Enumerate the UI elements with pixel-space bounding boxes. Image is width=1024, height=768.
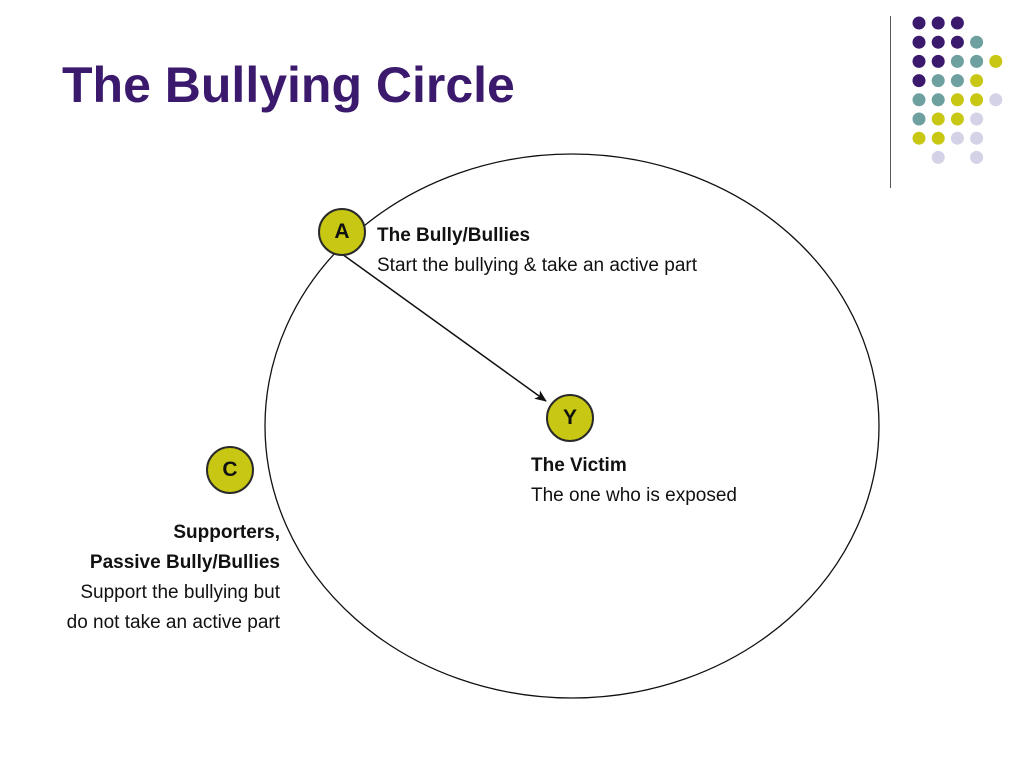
decorative-dot xyxy=(970,54,984,68)
decorative-dot xyxy=(950,112,964,126)
bully-to-victim-arrow xyxy=(341,253,547,402)
decorative-divider xyxy=(890,16,891,188)
node-a-letter: A xyxy=(334,220,350,243)
decorative-dot xyxy=(970,35,984,49)
decorative-dot xyxy=(931,150,945,164)
supporters-heading-line1: Supporters, xyxy=(173,522,280,543)
decorative-dot xyxy=(970,74,984,88)
decorative-dot xyxy=(912,16,926,30)
decorative-dot-grid xyxy=(912,16,1003,164)
node-a-bully: A xyxy=(318,208,366,256)
node-y-victim: Y xyxy=(546,394,594,442)
node-c-letter: C xyxy=(222,458,238,481)
decorative-dot xyxy=(931,112,945,126)
decorative-dot xyxy=(912,35,926,49)
victim-description: The one who is exposed xyxy=(531,485,737,506)
decorative-dot xyxy=(931,93,945,107)
supporters-label: Supporters, Passive Bully/Bullies Suppor… xyxy=(67,518,280,638)
decorative-dot xyxy=(931,54,945,68)
decorative-dot xyxy=(970,131,984,145)
decorative-dot xyxy=(912,74,926,88)
decorative-dot xyxy=(989,54,1003,68)
victim-heading: The Victim xyxy=(531,455,627,476)
decorative-dot xyxy=(931,74,945,88)
decorative-dot xyxy=(950,54,964,68)
bully-description: Start the bullying & take an active part xyxy=(377,255,698,276)
decorative-dot xyxy=(912,131,926,145)
decorative-dot xyxy=(931,16,945,30)
decorative-dot xyxy=(912,93,926,107)
supporters-heading-line2: Passive Bully/Bullies xyxy=(89,552,280,573)
supporters-description-line2: do not take an active part xyxy=(66,612,280,633)
decorative-dot xyxy=(950,74,964,88)
decorative-dot xyxy=(931,131,945,145)
bullying-circle xyxy=(264,153,880,699)
decorative-dot xyxy=(950,16,964,30)
bully-label: The Bully/Bullies Start the bullying & t… xyxy=(377,221,697,281)
bully-heading: The Bully/Bullies xyxy=(377,225,531,246)
decorative-dot xyxy=(912,112,926,126)
decorative-dot xyxy=(950,131,964,145)
decorative-dot xyxy=(931,35,945,49)
victim-label: The Victim The one who is exposed xyxy=(531,451,737,511)
supporters-description-line1: Support the bullying but xyxy=(80,582,280,603)
node-c-supporters: C xyxy=(206,446,254,494)
decorative-dot xyxy=(912,54,926,68)
decorative-dot xyxy=(970,93,984,107)
node-y-letter: Y xyxy=(562,406,577,429)
decorative-dot xyxy=(970,150,984,164)
decorative-dot xyxy=(970,112,984,126)
decorative-dot xyxy=(950,35,964,49)
decorative-dot xyxy=(950,93,964,107)
slide-title: The Bullying Circle xyxy=(62,57,515,113)
decorative-dot xyxy=(989,93,1003,107)
